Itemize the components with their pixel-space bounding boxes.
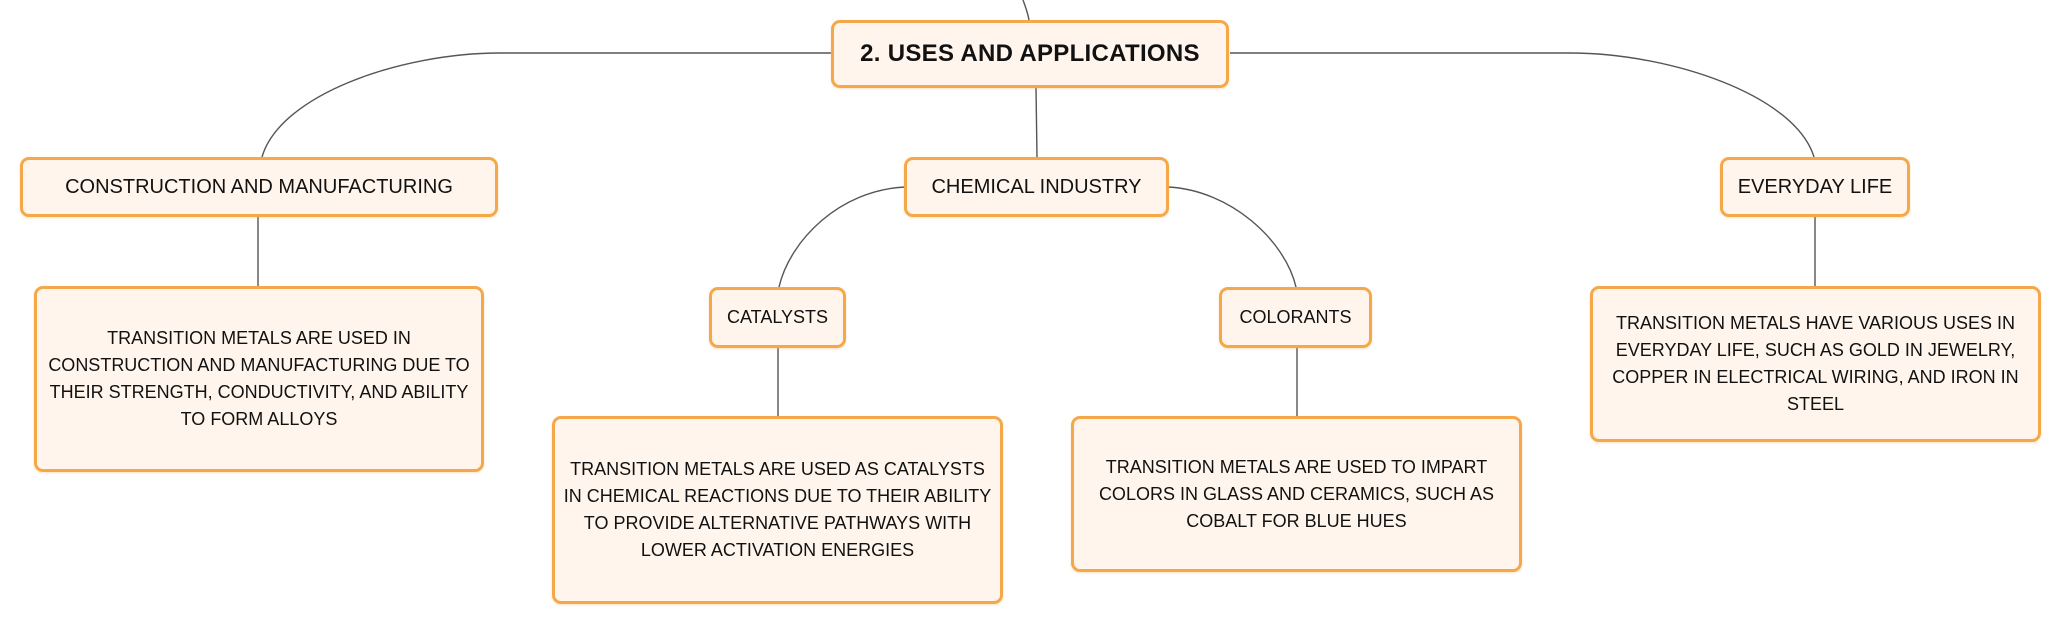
connector-root-to-construction: [261, 52, 833, 158]
root-node-label: 2. USES AND APPLICATIONS: [860, 40, 1200, 67]
connector-chemical-to-catalysts: [778, 186, 906, 288]
connector-chemical-to-colorants: [1167, 186, 1297, 288]
connector-parent-to-root: [1022, 0, 1030, 21]
catalysts-description-node[interactable]: TRANSITION METALS ARE USED AS CATALYSTS …: [552, 416, 1003, 604]
everyday-life-description-text: TRANSITION METALS HAVE VARIOUS USES IN E…: [1612, 313, 2019, 414]
construction-description-text: TRANSITION METALS ARE USED IN CONSTRUCTI…: [48, 328, 470, 429]
construction-description-node[interactable]: TRANSITION METALS ARE USED IN CONSTRUCTI…: [34, 286, 484, 472]
construction-node-label: CONSTRUCTION AND MANUFACTURING: [65, 175, 453, 198]
colorants-node-label: COLORANTS: [1239, 307, 1352, 327]
colorants-description-node[interactable]: TRANSITION METALS ARE USED TO IMPART COL…: [1071, 416, 1522, 572]
construction-node[interactable]: CONSTRUCTION AND MANUFACTURING: [20, 157, 498, 217]
everyday-life-node[interactable]: EVERYDAY LIFE: [1720, 157, 1910, 217]
connector-root-to-everyday: [1230, 52, 1815, 158]
everyday-life-node-label: EVERYDAY LIFE: [1737, 175, 1893, 198]
connector-root-to-chemical: [1035, 87, 1038, 158]
colorants-node[interactable]: COLORANTS: [1219, 287, 1372, 348]
chemical-industry-node-label: CHEMICAL INDUSTRY: [931, 175, 1142, 198]
chemical-industry-node[interactable]: CHEMICAL INDUSTRY: [904, 157, 1169, 217]
catalysts-node-label: CATALYSTS: [726, 307, 829, 327]
colorants-description-text: TRANSITION METALS ARE USED TO IMPART COL…: [1098, 456, 1495, 531]
catalysts-node[interactable]: CATALYSTS: [709, 287, 846, 348]
catalysts-description-text: TRANSITION METALS ARE USED AS CATALYSTS …: [563, 459, 992, 560]
root-node[interactable]: 2. USES AND APPLICATIONS: [831, 20, 1229, 88]
everyday-life-description-node[interactable]: TRANSITION METALS HAVE VARIOUS USES IN E…: [1590, 286, 2041, 442]
